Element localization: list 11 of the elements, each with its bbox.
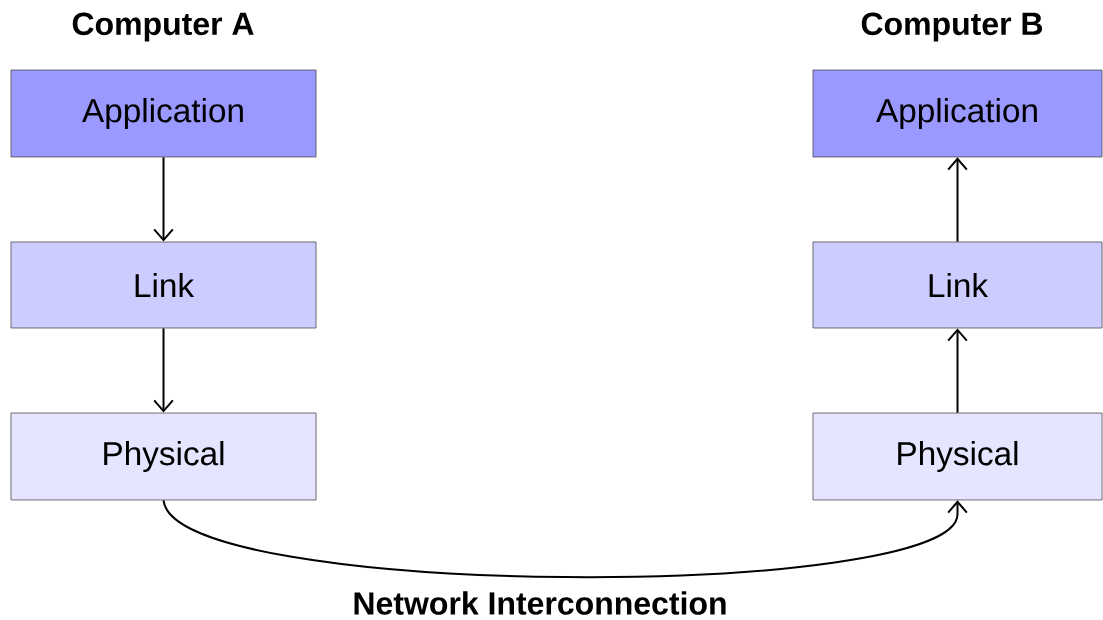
arrow [947,157,968,243]
edge-label: Network Interconnection [349,588,731,618]
layer-box: Link [812,241,1103,329]
arrow [153,156,174,242]
layer-box: Physical [10,412,317,501]
layer-box: Physical [812,412,1103,501]
arrow [947,328,968,414]
layer-box: Application [10,69,317,158]
layer-box: Application [812,69,1103,158]
arrow [153,327,174,413]
layer-box: Link [10,241,317,329]
